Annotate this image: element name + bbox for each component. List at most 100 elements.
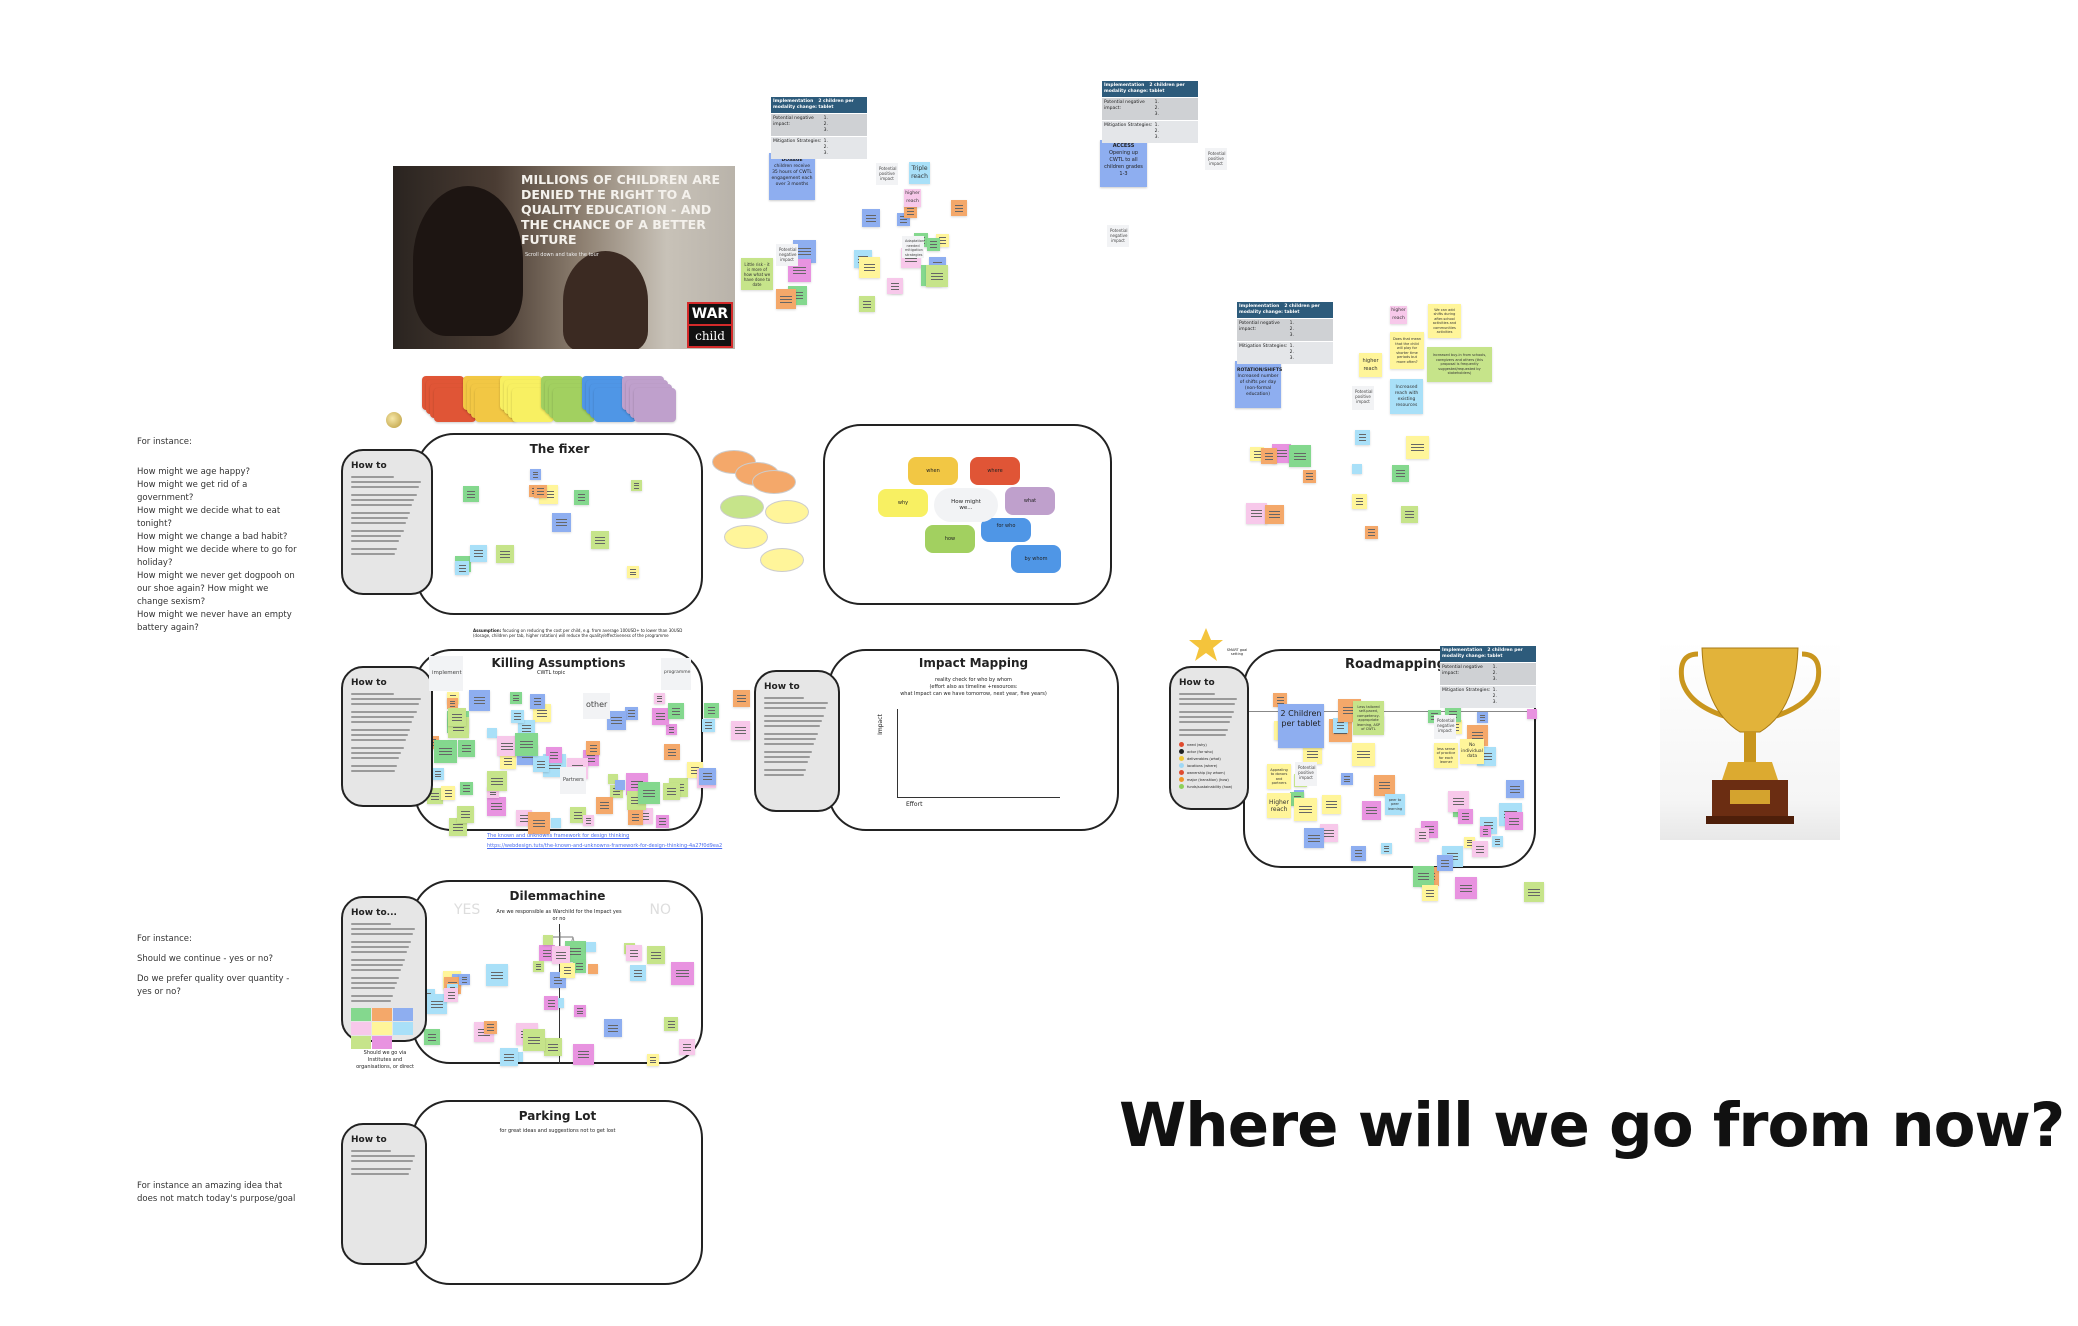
sticky-note[interactable]: [574, 1005, 586, 1017]
sticky-note[interactable]: [638, 782, 660, 804]
sticky-note[interactable]: [1352, 494, 1367, 509]
sticky-note[interactable]: [469, 690, 490, 711]
sticky-note[interactable]: [573, 1044, 594, 1065]
sticky-note[interactable]: [1322, 795, 1341, 814]
sticky-note[interactable]: [1472, 841, 1488, 857]
sticky-note[interactable]: [551, 818, 561, 828]
sticky-note[interactable]: [455, 561, 469, 575]
sticky-note[interactable]: [588, 964, 598, 974]
sticky-note[interactable]: [630, 965, 646, 981]
sticky-note[interactable]: [544, 1038, 562, 1056]
sticky-little-risk[interactable]: Little risk - it is more of how what we …: [741, 258, 773, 290]
sticky-note[interactable]: [652, 708, 669, 725]
framework-link[interactable]: The known and unknowns framework for des…: [487, 833, 630, 839]
sticky-note[interactable]: [1250, 447, 1264, 461]
sticky-note[interactable]: [510, 692, 522, 704]
sticky-note[interactable]: [625, 707, 638, 720]
sticky-note[interactable]: [1374, 775, 1395, 796]
sticky-note[interactable]: [666, 724, 677, 735]
sticky-note[interactable]: [1352, 464, 1362, 474]
sticky-note[interactable]: [1289, 445, 1311, 467]
sticky-note[interactable]: [608, 774, 618, 784]
sticky-note[interactable]: [1303, 745, 1322, 764]
sticky-note[interactable]: [1406, 436, 1429, 459]
sticky-note[interactable]: [534, 485, 547, 498]
sticky-note[interactable]: [573, 960, 586, 973]
sticky-higher-reach[interactable]: higher reach: [1359, 353, 1382, 377]
scroll-hint[interactable]: Scroll down and take the tour: [525, 252, 599, 258]
sticky-note[interactable]: [1527, 709, 1537, 719]
sticky-note[interactable]: [862, 209, 880, 227]
sticky-note[interactable]: [543, 935, 553, 945]
sticky-note[interactable]: [1304, 828, 1324, 848]
sticky-note[interactable]: [1524, 882, 1544, 902]
sticky-note[interactable]: [1246, 503, 1267, 524]
sticky-note[interactable]: [586, 741, 600, 755]
sticky-note[interactable]: [656, 815, 669, 828]
sticky-note[interactable]: [1448, 791, 1469, 812]
sticky-note[interactable]: [702, 719, 715, 732]
sticky-note[interactable]: [1341, 773, 1353, 785]
idea-cloud[interactable]: [760, 548, 804, 572]
hmw-where[interactable]: where: [970, 457, 1020, 485]
sticky-note[interactable]: [484, 1021, 497, 1034]
sticky-note[interactable]: [552, 946, 570, 964]
sticky-note[interactable]: [500, 753, 516, 769]
sticky-note[interactable]: [496, 545, 514, 563]
sticky-note[interactable]: [927, 238, 940, 251]
hmw-for-who[interactable]: for who: [981, 518, 1031, 542]
sticky-note[interactable]: [459, 974, 470, 985]
framework-url-link[interactable]: https://webdesign.tuts/the-known-and-unk…: [487, 843, 723, 849]
hmw-why[interactable]: why: [878, 489, 928, 517]
sticky-note[interactable]: [544, 996, 558, 1010]
sticky-note[interactable]: [457, 806, 474, 823]
sticky-note[interactable]: [704, 703, 719, 718]
idea-cloud[interactable]: [765, 500, 809, 524]
sticky-note[interactable]: [432, 768, 444, 780]
sticky-note[interactable]: [1506, 780, 1524, 798]
sticky-note[interactable]: [586, 942, 596, 952]
sticky-note[interactable]: [887, 278, 903, 294]
sticky-peer-learning[interactable]: peer to peer learning: [1385, 794, 1405, 815]
sticky-note[interactable]: [518, 720, 535, 737]
sticky-note[interactable]: [1422, 885, 1438, 901]
sticky-note[interactable]: [546, 747, 562, 763]
sticky-higher-reach[interactable]: Higher reach: [1267, 793, 1291, 818]
sticky-note[interactable]: [487, 797, 506, 816]
sticky-note[interactable]: [626, 945, 642, 961]
sticky-note[interactable]: [560, 963, 575, 978]
sticky-note[interactable]: [460, 782, 473, 795]
sticky-note[interactable]: [574, 490, 589, 505]
sticky-note[interactable]: [664, 744, 680, 760]
sticky-note[interactable]: [448, 708, 466, 726]
sticky-note[interactable]: [1355, 430, 1370, 445]
sticky-note[interactable]: [1492, 836, 1503, 847]
sticky-note[interactable]: [530, 694, 545, 709]
sticky-note[interactable]: [444, 988, 458, 1002]
sticky-note[interactable]: [447, 698, 458, 709]
sticky-note[interactable]: [604, 1019, 622, 1037]
sticky-no-data[interactable]: No individual data: [1460, 739, 1484, 764]
sticky-note[interactable]: [647, 946, 665, 964]
sticky-note[interactable]: [554, 998, 564, 1008]
sticky-note[interactable]: [513, 1052, 523, 1062]
idea-cloud[interactable]: [724, 525, 768, 549]
sticky-note[interactable]: [533, 756, 549, 772]
sticky-note[interactable]: [458, 740, 475, 757]
sticky-note[interactable]: [615, 780, 625, 790]
sticky-note[interactable]: [470, 545, 487, 562]
sticky-note[interactable]: [663, 783, 680, 800]
sticky-shifts[interactable]: We can add shifts during after-school ac…: [1428, 304, 1461, 338]
sticky-higher-reach[interactable]: higher reach: [904, 189, 921, 207]
sticky-note[interactable]: [565, 941, 586, 962]
sticky-note[interactable]: [951, 200, 967, 216]
sticky-note[interactable]: [1261, 448, 1277, 464]
sticky-note[interactable]: [1392, 465, 1409, 482]
sticky-buy-in[interactable]: Increased buy-in from schools, caregiver…: [1427, 347, 1492, 382]
sticky-note[interactable]: [596, 797, 613, 814]
sticky-note[interactable]: [583, 815, 594, 826]
sticky-note[interactable]: [427, 994, 447, 1014]
sticky-note[interactable]: [628, 810, 643, 825]
